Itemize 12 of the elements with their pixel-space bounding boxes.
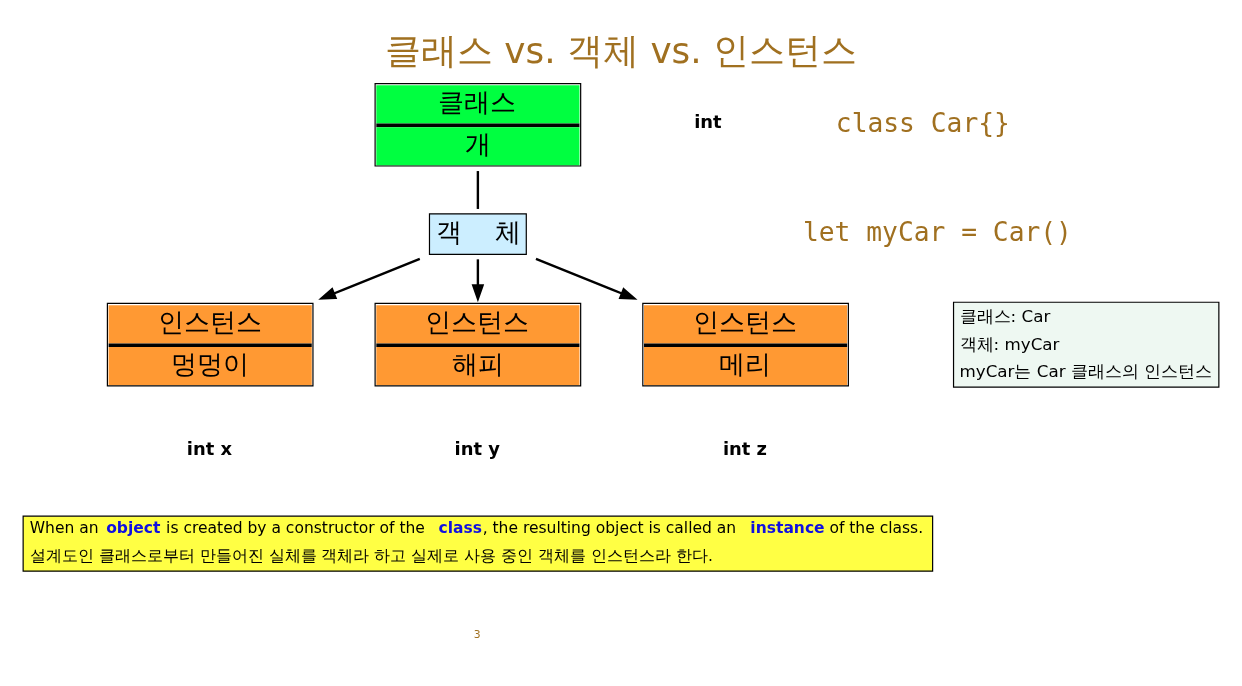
label: let myCar = Car() (802, 216, 1072, 247)
connector (476, 170, 480, 209)
arrow (318, 257, 421, 300)
arrow (535, 257, 638, 300)
node-label: int y (454, 437, 500, 459)
node-label: int z (722, 437, 767, 459)
arrow (471, 258, 485, 302)
diagram-title: 클래스 vs. 객체 vs. 인스턴스 (384, 29, 858, 71)
label: int (694, 110, 722, 132)
node-label: int x (186, 437, 233, 459)
label: class Car{} (835, 106, 1010, 137)
label: 3 (473, 627, 481, 641)
